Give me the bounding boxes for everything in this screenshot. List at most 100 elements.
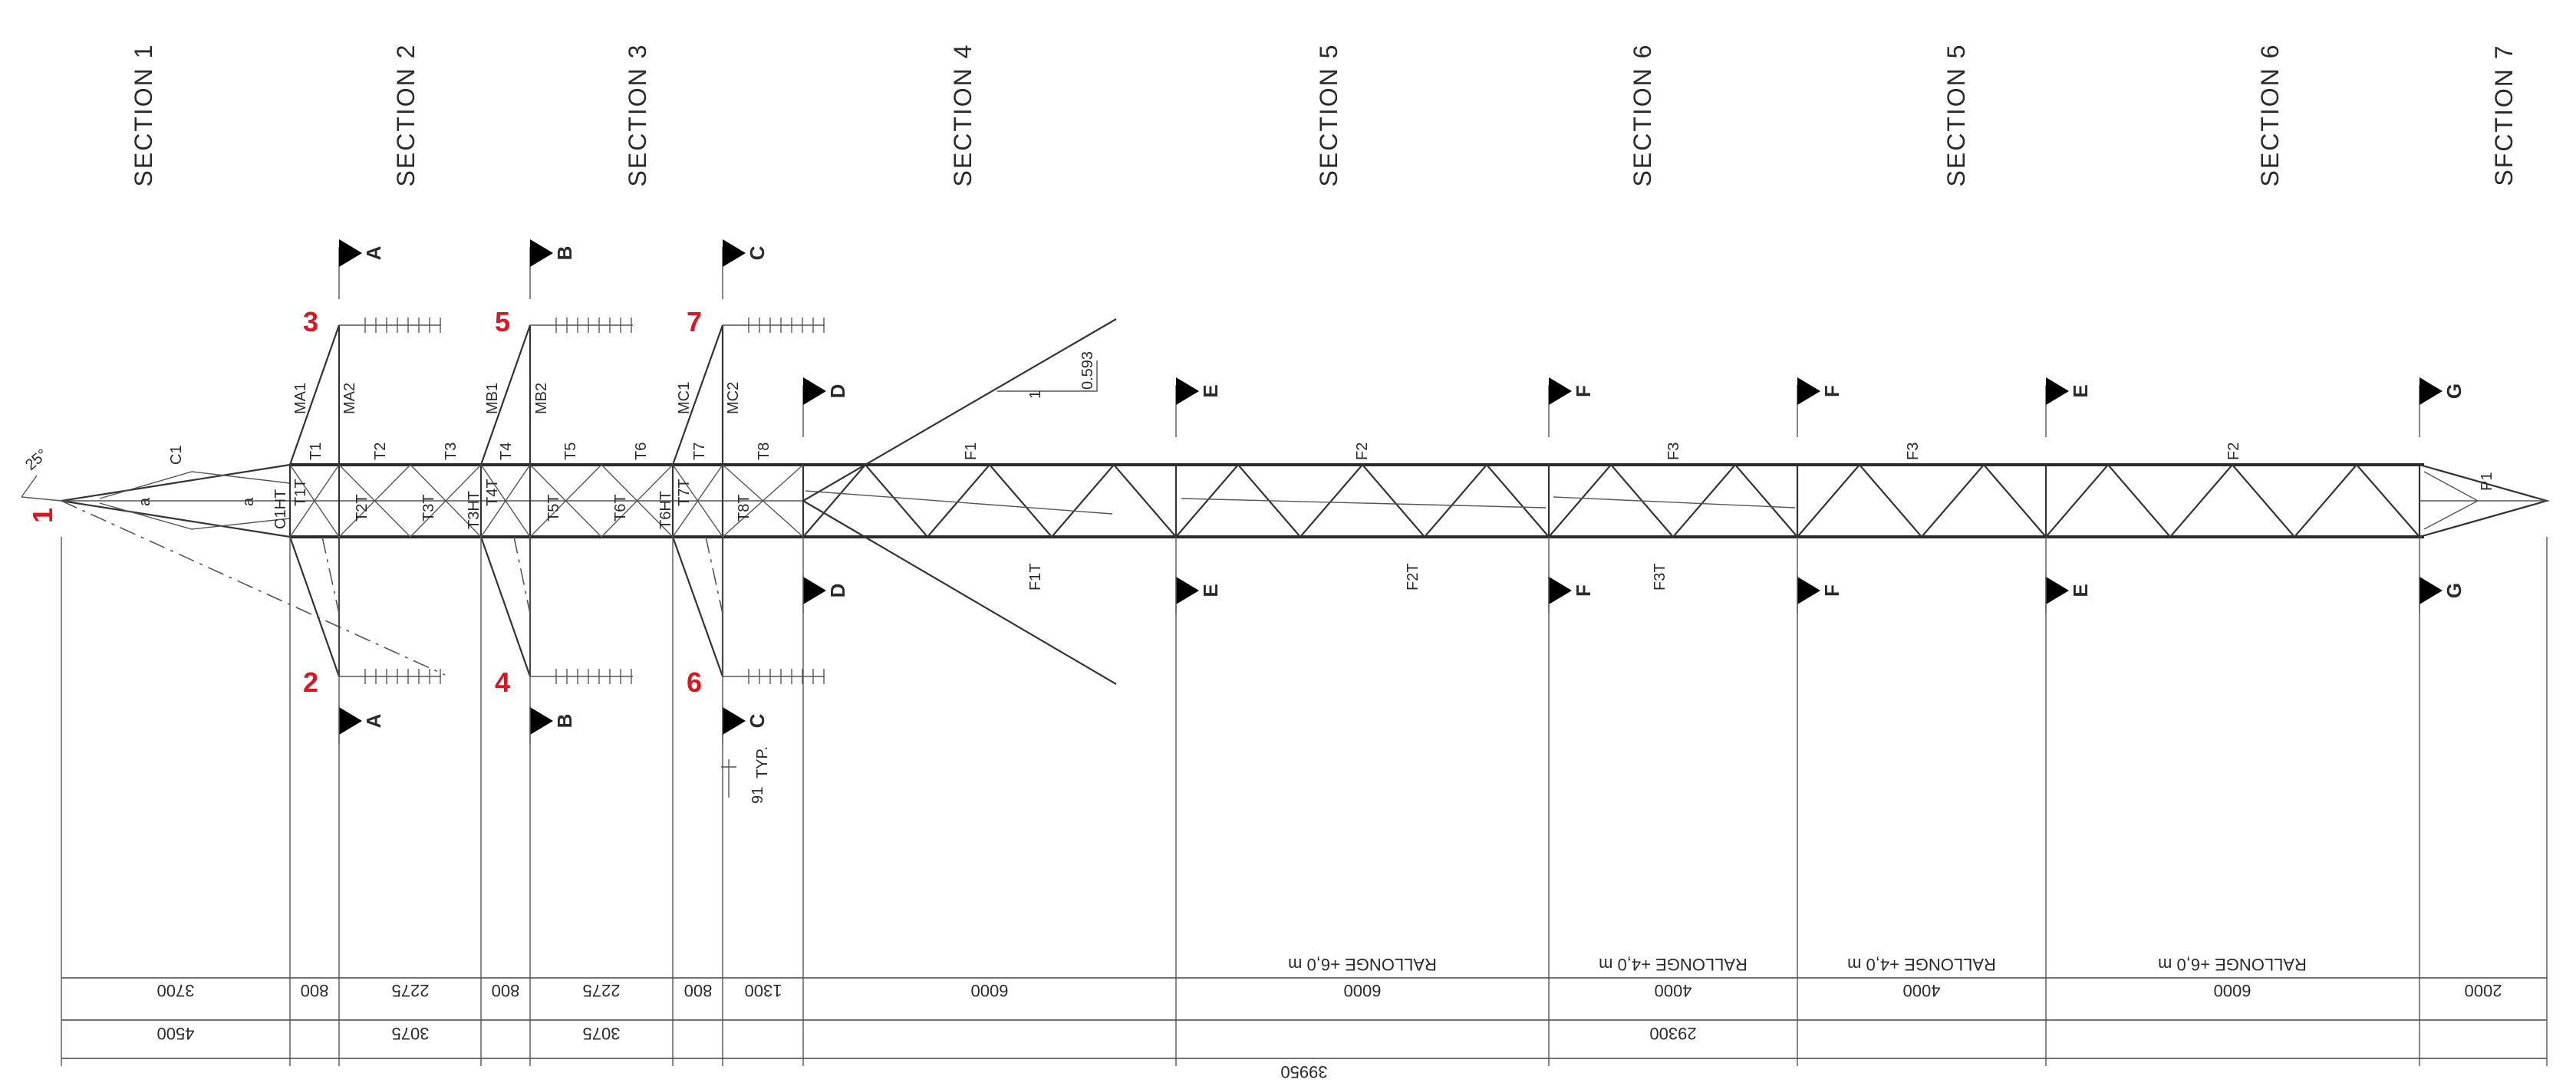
cut-mark-14: E: [2045, 377, 2092, 437]
label-p1: P1: [2479, 472, 2495, 491]
dim-row2-2: 3075: [583, 1024, 621, 1043]
node-5: 5: [495, 306, 510, 337]
cut-mark-flag: [723, 707, 746, 735]
cut-mark-3: B: [529, 706, 576, 744]
label-t4: T4: [498, 443, 515, 460]
node-3: 3: [303, 306, 318, 337]
label-slope-rise: 0.593: [1079, 351, 1096, 390]
cut-mark-flag: [803, 377, 826, 405]
cut-mark-letter: E: [2069, 584, 2092, 597]
label-t3ht: T3HT: [466, 491, 483, 529]
cut-mark-17: G: [2419, 575, 2466, 614]
section-heading-9: SFCTION 7: [2490, 44, 2518, 186]
cut-mark-letter: E: [1199, 584, 1222, 597]
label-mc1: MC1: [676, 382, 693, 414]
label-t6t: T6T: [612, 494, 629, 522]
cut-mark-flag: [2420, 377, 2443, 405]
cut-mark-1: A: [338, 706, 385, 744]
label-t6ht: T6HT: [657, 491, 674, 529]
cut-mark-4: C: [722, 239, 769, 299]
label-f3-second: F3: [1905, 443, 1922, 460]
section-heading-3: SECTION 3: [624, 44, 651, 187]
cut-mark-16: G: [2419, 377, 2466, 437]
dim-row1-1: 800: [301, 981, 329, 1000]
label-t5: T5: [562, 443, 579, 460]
section-heading-8: SECTION 6: [2256, 44, 2284, 187]
cut-mark-12: F: [1797, 377, 1843, 437]
cut-mark-flag: [530, 707, 553, 735]
extension-label-2: RALLONGE +4,0 m: [1847, 955, 1996, 974]
cut-mark-flag: [1176, 577, 1199, 604]
truss-structure: [21, 318, 2551, 685]
cut-mark-flag: [1549, 377, 1572, 405]
label-mb1: MB1: [484, 383, 501, 414]
label-f2t: F2T: [1405, 563, 1421, 591]
cut-mark-flag: [803, 577, 826, 604]
section-heading-5: SECTION 5: [1315, 44, 1342, 187]
extension-label-3: RALLONGE +6,0 m: [2158, 955, 2307, 974]
label-t1t: T1T: [292, 479, 309, 506]
cut-mark-letter: F: [1820, 584, 1843, 597]
label-f1t: F1T: [1027, 563, 1044, 591]
label-t8t: T8T: [736, 494, 753, 522]
cut-mark-flag: [2420, 577, 2443, 604]
dim-row2-3: 29300: [1649, 1024, 1696, 1043]
dim-row1-2: 2275: [392, 981, 430, 1000]
cut-mark-letter: F: [1572, 584, 1595, 597]
label-t3: T3: [443, 443, 460, 460]
cut-mark-7: D: [802, 575, 849, 614]
cut-mark-letter: F: [1572, 385, 1595, 397]
node-4: 4: [495, 666, 510, 698]
cut-mark-8: E: [1175, 377, 1222, 437]
section-headings: SECTION 1 SECTION 2 SECTION 3 SECTION 4 …: [130, 44, 2518, 187]
label-mc2: MC2: [725, 382, 742, 414]
extension-label-0: RALLONGE +6,0 m: [1288, 955, 1437, 974]
node-2: 2: [303, 666, 318, 698]
node-numbers: 1 2 3 4 5 6 7 25°: [22, 306, 702, 698]
cut-mark-letter: G: [2443, 583, 2466, 598]
cut-mark-2: B: [529, 239, 576, 299]
dim-total: 39950: [1280, 1062, 1327, 1081]
cut-mark-flag: [530, 239, 553, 267]
cut-mark-15: E: [2045, 575, 2092, 614]
label-f1: F1: [963, 443, 980, 460]
arm-hatching: [364, 318, 825, 684]
label-t6: T6: [633, 443, 650, 460]
cut-mark-flag: [2046, 377, 2069, 405]
cut-mark-letter: B: [553, 714, 576, 729]
cut-mark-flag: [1176, 377, 1199, 405]
cut-mark-letter: G: [2443, 383, 2466, 399]
node-6: 6: [687, 666, 702, 698]
dimension-lines: [61, 537, 2548, 1066]
section-heading-1: SECTION 1: [130, 44, 157, 187]
cut-mark-letter: A: [362, 245, 385, 260]
cut-mark-13: F: [1797, 575, 1843, 614]
cut-mark-letter: A: [362, 713, 385, 728]
label-t4t: T4T: [484, 479, 501, 506]
label-ma2: MA2: [341, 383, 358, 414]
cut-mark-flag: [723, 239, 746, 267]
node-7: 7: [687, 306, 702, 337]
label-slope-run: 1: [1027, 390, 1044, 399]
cut-mark-letter: B: [553, 246, 576, 261]
label-t7t: T7T: [676, 479, 693, 506]
dim-row1-8: 6000: [1344, 981, 1382, 1000]
label-c1: C1: [168, 445, 185, 465]
section-heading-2: SECTION 2: [392, 44, 420, 187]
dim-row1-5: 800: [684, 981, 713, 1000]
label-t7: T7: [691, 443, 708, 460]
label-f2: F2: [1354, 443, 1371, 460]
dim-row1-4: 2275: [583, 981, 621, 1000]
cut-mark-flag: [339, 707, 362, 735]
cut-mark-5: C: [722, 706, 769, 744]
label-typ: TYP.: [754, 746, 771, 778]
label-f2-second: F2: [2225, 443, 2242, 460]
label-t3t: T3T: [420, 494, 437, 522]
cut-mark-0: A: [338, 239, 385, 299]
label-t2: T2: [372, 443, 389, 460]
cut-mark-9: E: [1175, 575, 1222, 614]
label-f3t: F3T: [1652, 563, 1668, 591]
angle-label: 25°: [22, 446, 51, 474]
label-t1: T1: [308, 443, 324, 460]
